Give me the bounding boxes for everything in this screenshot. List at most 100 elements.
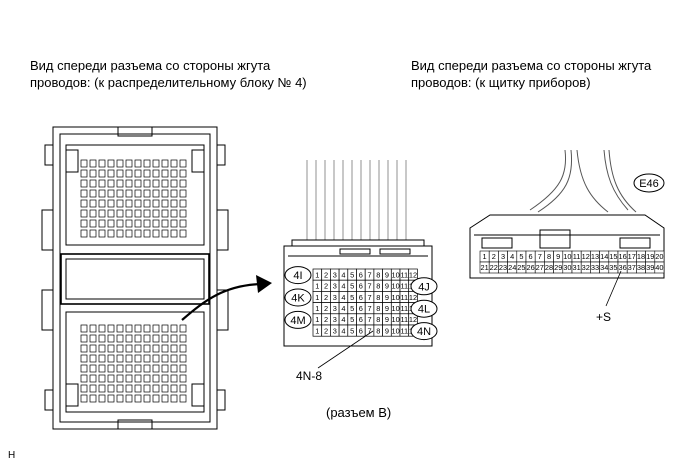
pin-number: 5: [350, 270, 354, 279]
row-tag-label: 4L: [418, 304, 430, 316]
terminal-cavity: [80, 169, 88, 178]
pin-number: 10: [392, 304, 400, 313]
connector-b-housing: [283, 245, 433, 347]
terminal-cavity: [152, 334, 160, 343]
terminal-cavity: [107, 229, 115, 238]
terminal-cavity: [80, 384, 88, 393]
terminal-cavity: [161, 384, 169, 393]
terminal-cavity: [143, 384, 151, 393]
pin-number: 2: [324, 304, 328, 313]
pin-number: 7: [367, 270, 371, 279]
terminal-cavity: [152, 179, 160, 188]
terminal-cavity: [98, 334, 106, 343]
terminal-cavity: [116, 219, 124, 228]
terminal-cavity: [170, 374, 178, 383]
callout-s-leader: [605, 270, 622, 307]
terminal-cavity: [107, 384, 115, 393]
boss: [65, 149, 79, 173]
pin-number: 37: [628, 263, 636, 272]
terminal-cavity: [170, 159, 178, 168]
terminal-cavity: [161, 189, 169, 198]
pin-number: 10: [392, 270, 400, 279]
pin-number: 12: [582, 252, 590, 261]
terminal-cavity: [170, 324, 178, 333]
terminal-cavity: [152, 354, 160, 363]
terminal-cavity: [179, 334, 187, 343]
callout-4n8: 4N-8: [296, 369, 322, 383]
terminal-cavity: [161, 394, 169, 403]
pin-number: 1: [315, 293, 319, 302]
pin-number: 39: [646, 263, 654, 272]
terminal-cavity: [116, 209, 124, 218]
terminal-cavity: [143, 229, 151, 238]
terminal-cavity: [143, 354, 151, 363]
terminal-cavity: [107, 169, 115, 178]
terminal-cavity: [143, 219, 151, 228]
terminal-cavity: [89, 384, 97, 393]
row-tag-label: 4I: [293, 270, 302, 282]
pin-number: 38: [637, 263, 645, 272]
pin-number: 4: [510, 252, 514, 261]
terminal-cavity: [80, 394, 88, 403]
terminal-cavity: [107, 394, 115, 403]
pin-number: 4: [341, 304, 345, 313]
terminal-cavity: [116, 364, 124, 373]
terminal-cavity: [107, 364, 115, 373]
pin-number: 7: [367, 282, 371, 291]
terminal-cavity: [134, 219, 142, 228]
e46-latch: [539, 229, 571, 249]
terminal-cavity: [134, 209, 142, 218]
terminal-cavity: [125, 384, 133, 393]
terminal-cavity: [152, 219, 160, 228]
pin-number: 5: [350, 315, 354, 324]
pin-number: 23: [499, 263, 507, 272]
terminal-cavity: [170, 209, 178, 218]
terminal-cavity: [134, 159, 142, 168]
terminal-cavity: [98, 394, 106, 403]
pin-number: 26: [526, 263, 534, 272]
top-latch: [117, 126, 153, 137]
pin-number: 34: [600, 263, 608, 272]
pin-number: 9: [385, 282, 389, 291]
terminal-cavity: [170, 229, 178, 238]
right-flanges: [217, 144, 229, 411]
terminal-cavity: [152, 169, 160, 178]
terminal-cavity: [134, 169, 142, 178]
terminal-cavity: [134, 179, 142, 188]
terminal-cavity: [107, 209, 115, 218]
bottom-latch: [117, 419, 153, 430]
terminal-cavity: [80, 229, 88, 238]
pin-number: 29: [554, 263, 562, 272]
pin-number: 3: [333, 315, 337, 324]
pin-number: 11: [573, 252, 581, 261]
terminal-cavity: [179, 354, 187, 363]
terminal-cavity: [107, 179, 115, 188]
pin-number: 7: [538, 252, 542, 261]
terminal-cavity: [98, 179, 106, 188]
pin-number: 4: [341, 315, 345, 324]
terminal-cavity: [143, 179, 151, 188]
terminal-cavity: [143, 394, 151, 403]
terminal-cavity: [125, 334, 133, 343]
pin-number: 2: [324, 315, 328, 324]
terminal-cavity: [98, 229, 106, 238]
lower-cavity-frame: [65, 311, 205, 413]
pin-number: 3: [333, 304, 337, 313]
terminal-cavity: [80, 334, 88, 343]
view-arrow-head: [256, 275, 272, 293]
terminal-cavity: [116, 384, 124, 393]
pin-number: 4: [341, 282, 345, 291]
terminal-cavity: [98, 199, 106, 208]
junction-block-inner-frame: [59, 133, 211, 423]
terminal-cavity: [161, 219, 169, 228]
terminal-cavity: [89, 229, 97, 238]
e46-connector: [469, 214, 665, 279]
pin-number: 3: [333, 270, 337, 279]
pin-number: 8: [376, 282, 380, 291]
row-tag-oval: [410, 277, 438, 296]
terminal-cavity: [161, 324, 169, 333]
e46-id-oval: [633, 173, 665, 193]
pin-number: 7: [367, 326, 371, 335]
terminal-cavity: [80, 364, 88, 373]
